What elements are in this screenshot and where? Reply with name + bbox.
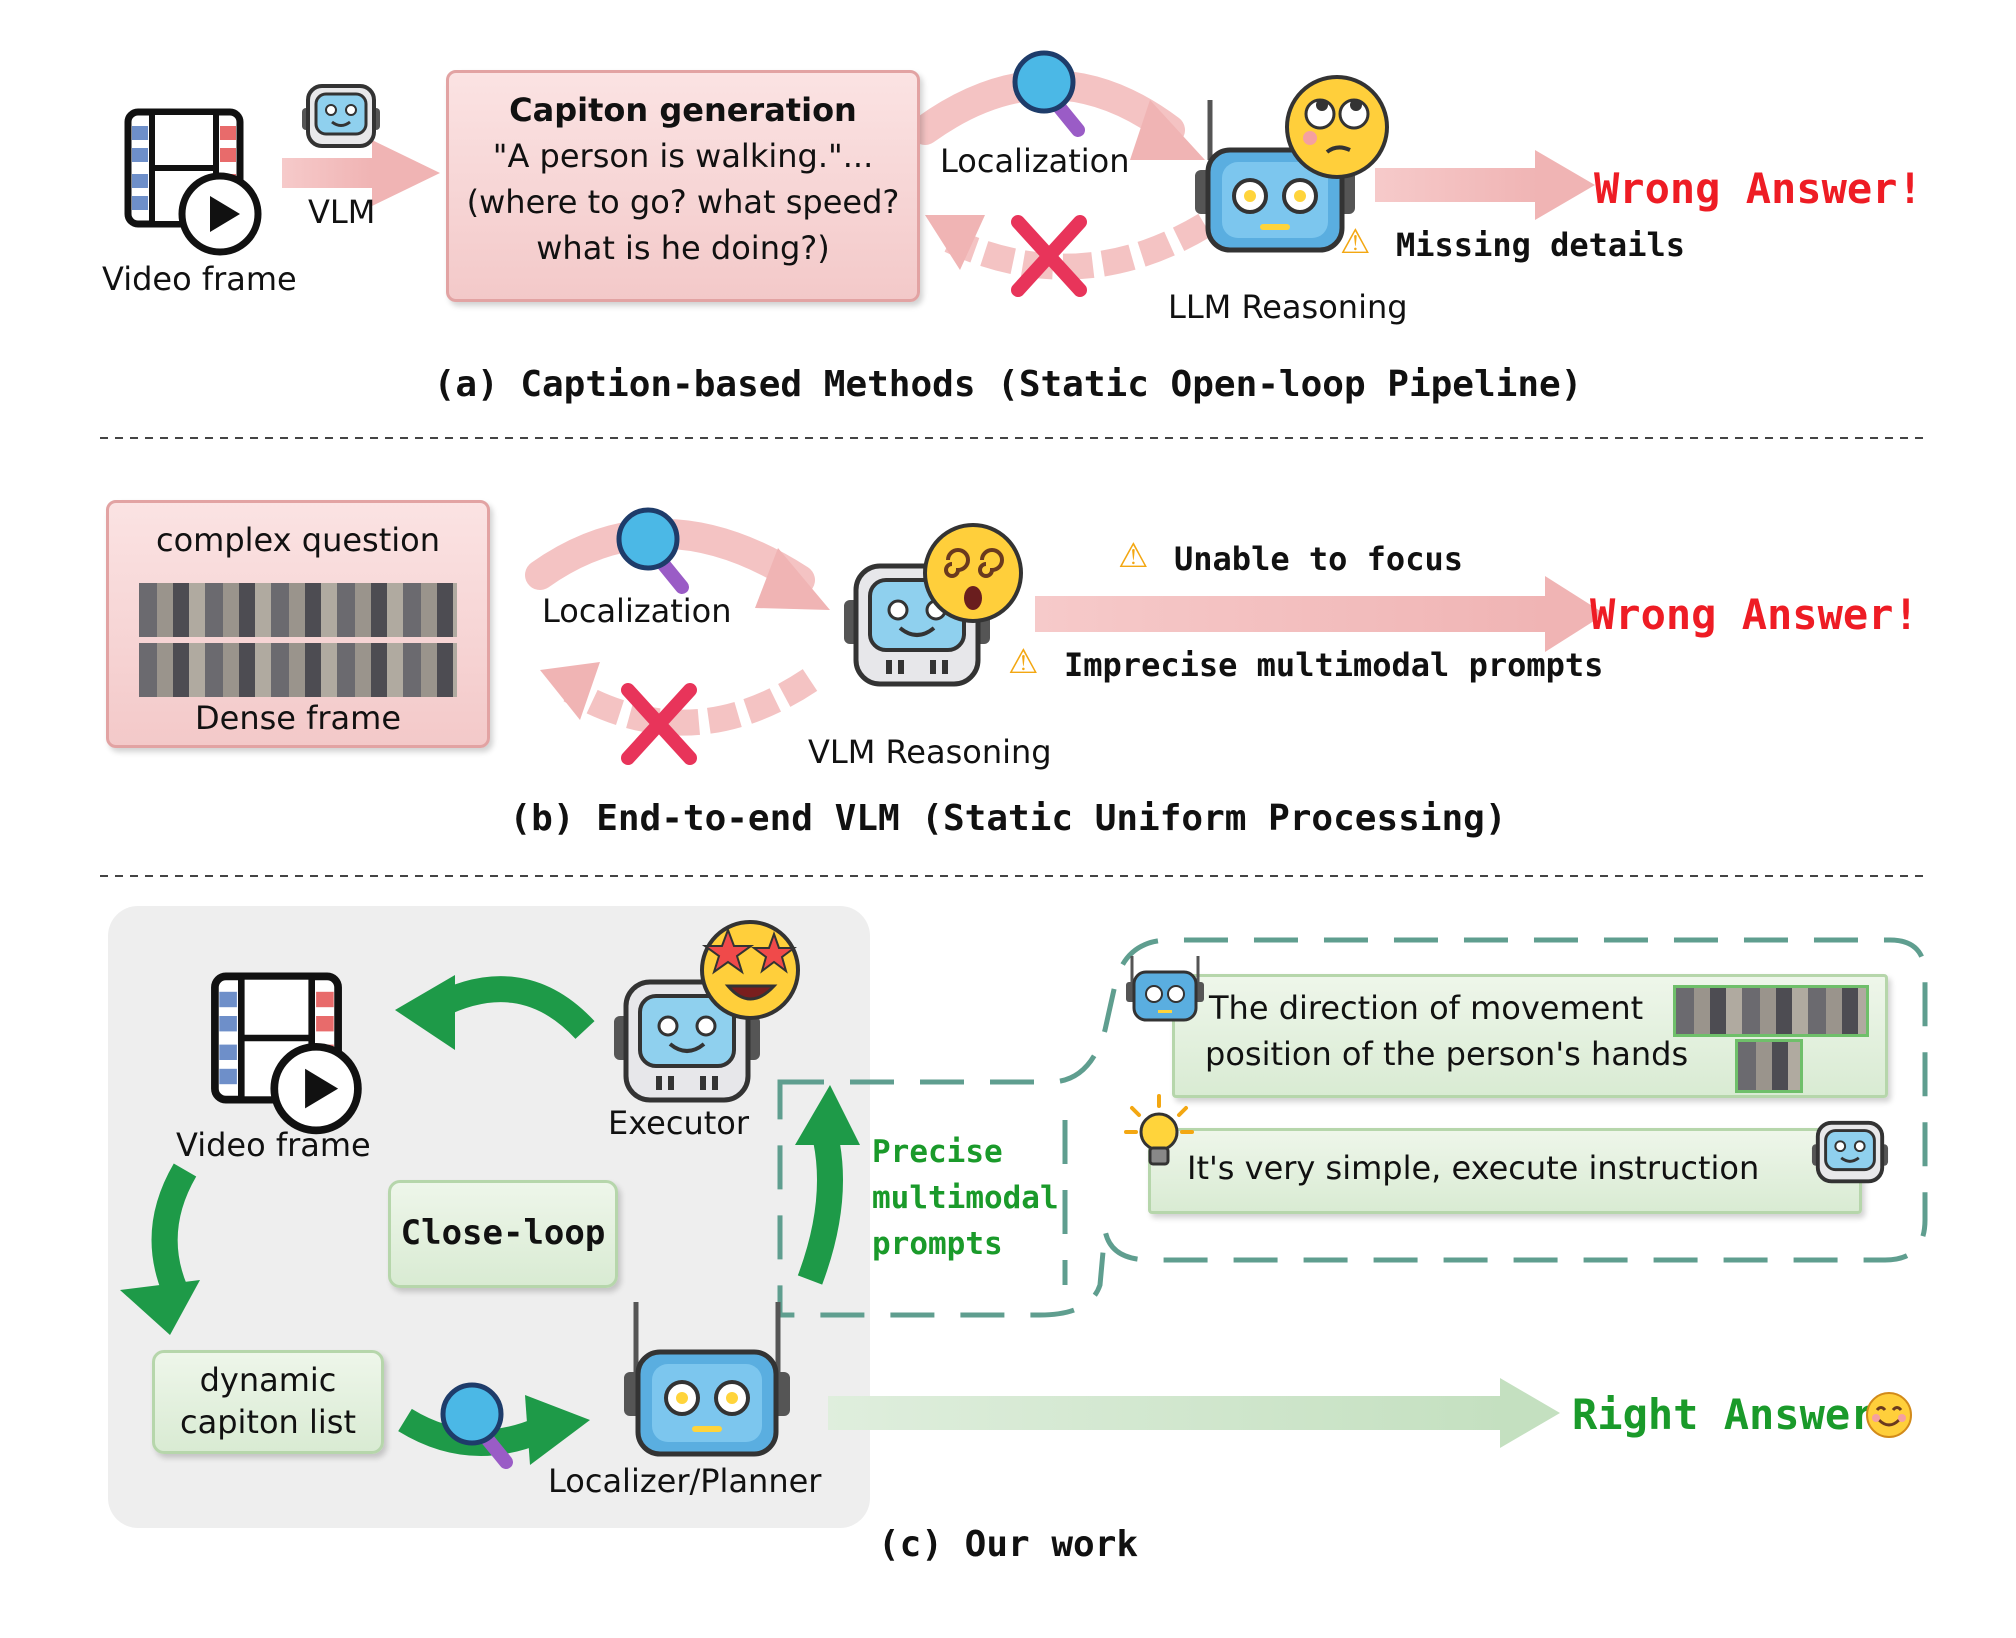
bubble-1-line-1: The direction of movement <box>1209 989 1644 1027</box>
caption-list-box: dynamic capiton list <box>152 1350 384 1454</box>
warning-icon-b1: ⚠ <box>1118 536 1149 576</box>
prompts-line-2: multimodal <box>872 1180 1059 1216</box>
answer-arrow-b <box>1035 576 1605 652</box>
video-frame-label-c: Video frame <box>176 1126 371 1164</box>
bubble-frame-strip-1 <box>1673 985 1869 1037</box>
dense-frame-label: Dense frame <box>194 699 402 737</box>
smile-emoji-icon <box>1864 1390 1914 1444</box>
executor-robot-icon <box>612 976 762 1110</box>
caption-list-line-1: dynamic <box>199 1361 337 1399</box>
warning-text-b1: Unable to focus <box>1174 540 1463 578</box>
caption-list-line-2: capiton list <box>180 1403 356 1441</box>
frame-strip-top <box>139 583 457 637</box>
loop-arrow-left <box>120 1163 200 1335</box>
localization-label-b: Localization <box>542 592 732 630</box>
executor-label: Executor <box>608 1104 750 1142</box>
search-icon-b <box>614 505 694 599</box>
frame-strip-bottom <box>139 643 457 697</box>
section-c-title: (c) Our work <box>877 1524 1139 1565</box>
vlm-reasoning-label: VLM Reasoning <box>808 733 1052 771</box>
right-answer: Right Answer <box>1572 1390 1876 1439</box>
planner-robot-small-icon <box>1124 956 1206 1028</box>
executor-robot-small-icon <box>1810 1118 1890 1194</box>
film-icon-a <box>124 108 262 256</box>
caption-line-3: what is he doing?) <box>536 229 830 267</box>
wrong-answer-a: Wrong Answer! <box>1594 164 1923 213</box>
section-b-title: (b) End-to-end VLM (Static Uniform Proce… <box>509 798 1507 839</box>
caption-title: Capiton generation <box>509 91 857 129</box>
answer-arrow-a <box>1375 150 1595 220</box>
planner-label: Localizer/Planner <box>548 1462 822 1500</box>
prompts-line-3: prompts <box>872 1226 1003 1262</box>
video-frame-label-a: Video frame <box>102 260 297 298</box>
cross-mark-a <box>1011 215 1087 297</box>
eye-roll-emoji-icon <box>1282 72 1392 186</box>
answer-arrow-c <box>828 1378 1560 1448</box>
bubble-frame-strip-2 <box>1735 1039 1803 1093</box>
localization-label-a: Localization <box>940 142 1130 180</box>
warning-text-b2: Imprecise multimodal prompts <box>1064 646 1604 684</box>
robot-icon-small-a <box>300 82 382 158</box>
wrong-answer-b: Wrong Answer! <box>1590 590 1919 639</box>
cross-mark-b <box>621 683 697 765</box>
search-icon-a <box>1010 48 1090 142</box>
prompt-callout-frame <box>777 937 1928 1318</box>
close-loop-box: Close-loop <box>388 1180 618 1288</box>
loop-arrow-right <box>795 1085 860 1285</box>
return-arc-a <box>925 213 1212 280</box>
prompt-bubble-2: It's very simple, execute instruction <box>1148 1128 1862 1214</box>
section-a-title: (a) Caption-based Methods (Static Open-l… <box>433 364 1583 405</box>
planner-robot-icon <box>622 1302 792 1466</box>
complex-question-label: complex question <box>155 521 441 559</box>
caption-line-1: "A person is walking."... <box>492 137 874 175</box>
close-loop-label: Close-loop <box>400 1213 606 1253</box>
lightbulb-icon <box>1124 1094 1194 1178</box>
warning-text-a: Missing details <box>1396 226 1685 264</box>
prompts-line-1: Precise <box>872 1134 1003 1170</box>
return-arc-b <box>540 662 818 736</box>
warning-icon-b2: ⚠ <box>1008 642 1039 682</box>
prompt-bubble-1: The direction of movement position of th… <box>1172 974 1888 1098</box>
vlm-label-a: VLM <box>308 193 376 231</box>
dizzy-emoji-icon <box>920 520 1026 630</box>
bubble-1-line-2: position of the person's hands <box>1205 1035 1689 1073</box>
llm-reasoning-label: LLM Reasoning <box>1168 288 1408 326</box>
vlm-arrow-a <box>282 140 440 206</box>
search-icon-c <box>438 1380 518 1474</box>
warning-icon-a: ⚠ <box>1340 222 1371 262</box>
caption-line-2: (where to go? what speed? <box>466 183 900 221</box>
star-eyes-emoji-icon <box>694 912 806 1028</box>
caption-box-a: Capiton generation "A person is walking.… <box>446 70 920 302</box>
film-icon-c <box>208 972 378 1141</box>
llm-robot-icon <box>1190 100 1370 264</box>
loop-arrow-top <box>395 975 595 1050</box>
dense-frame-box: complex question Dense frame <box>106 500 490 748</box>
bubble-2-text: It's very simple, execute instruction <box>1187 1149 1760 1187</box>
